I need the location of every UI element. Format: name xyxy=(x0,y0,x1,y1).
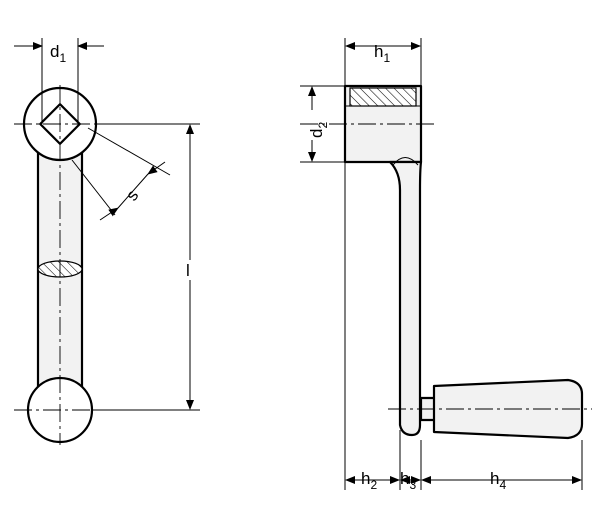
hub-hatch xyxy=(349,87,417,107)
dim-s-label: s xyxy=(122,186,142,204)
side-view: h1 d2 h2 h3 h4 xyxy=(300,38,592,492)
dim-h4-label: h4 xyxy=(490,469,506,492)
top-view: d1 l s xyxy=(14,38,200,445)
dim-l-label: l xyxy=(186,261,190,280)
dim-h1-label: h1 xyxy=(374,42,390,65)
dim-d1-label: d1 xyxy=(50,42,66,65)
side-arm xyxy=(388,160,423,437)
dim-d2-label: d2 xyxy=(307,122,330,138)
dim-h2-label: h2 xyxy=(361,469,377,492)
dim-h3-label: h3 xyxy=(400,469,416,492)
